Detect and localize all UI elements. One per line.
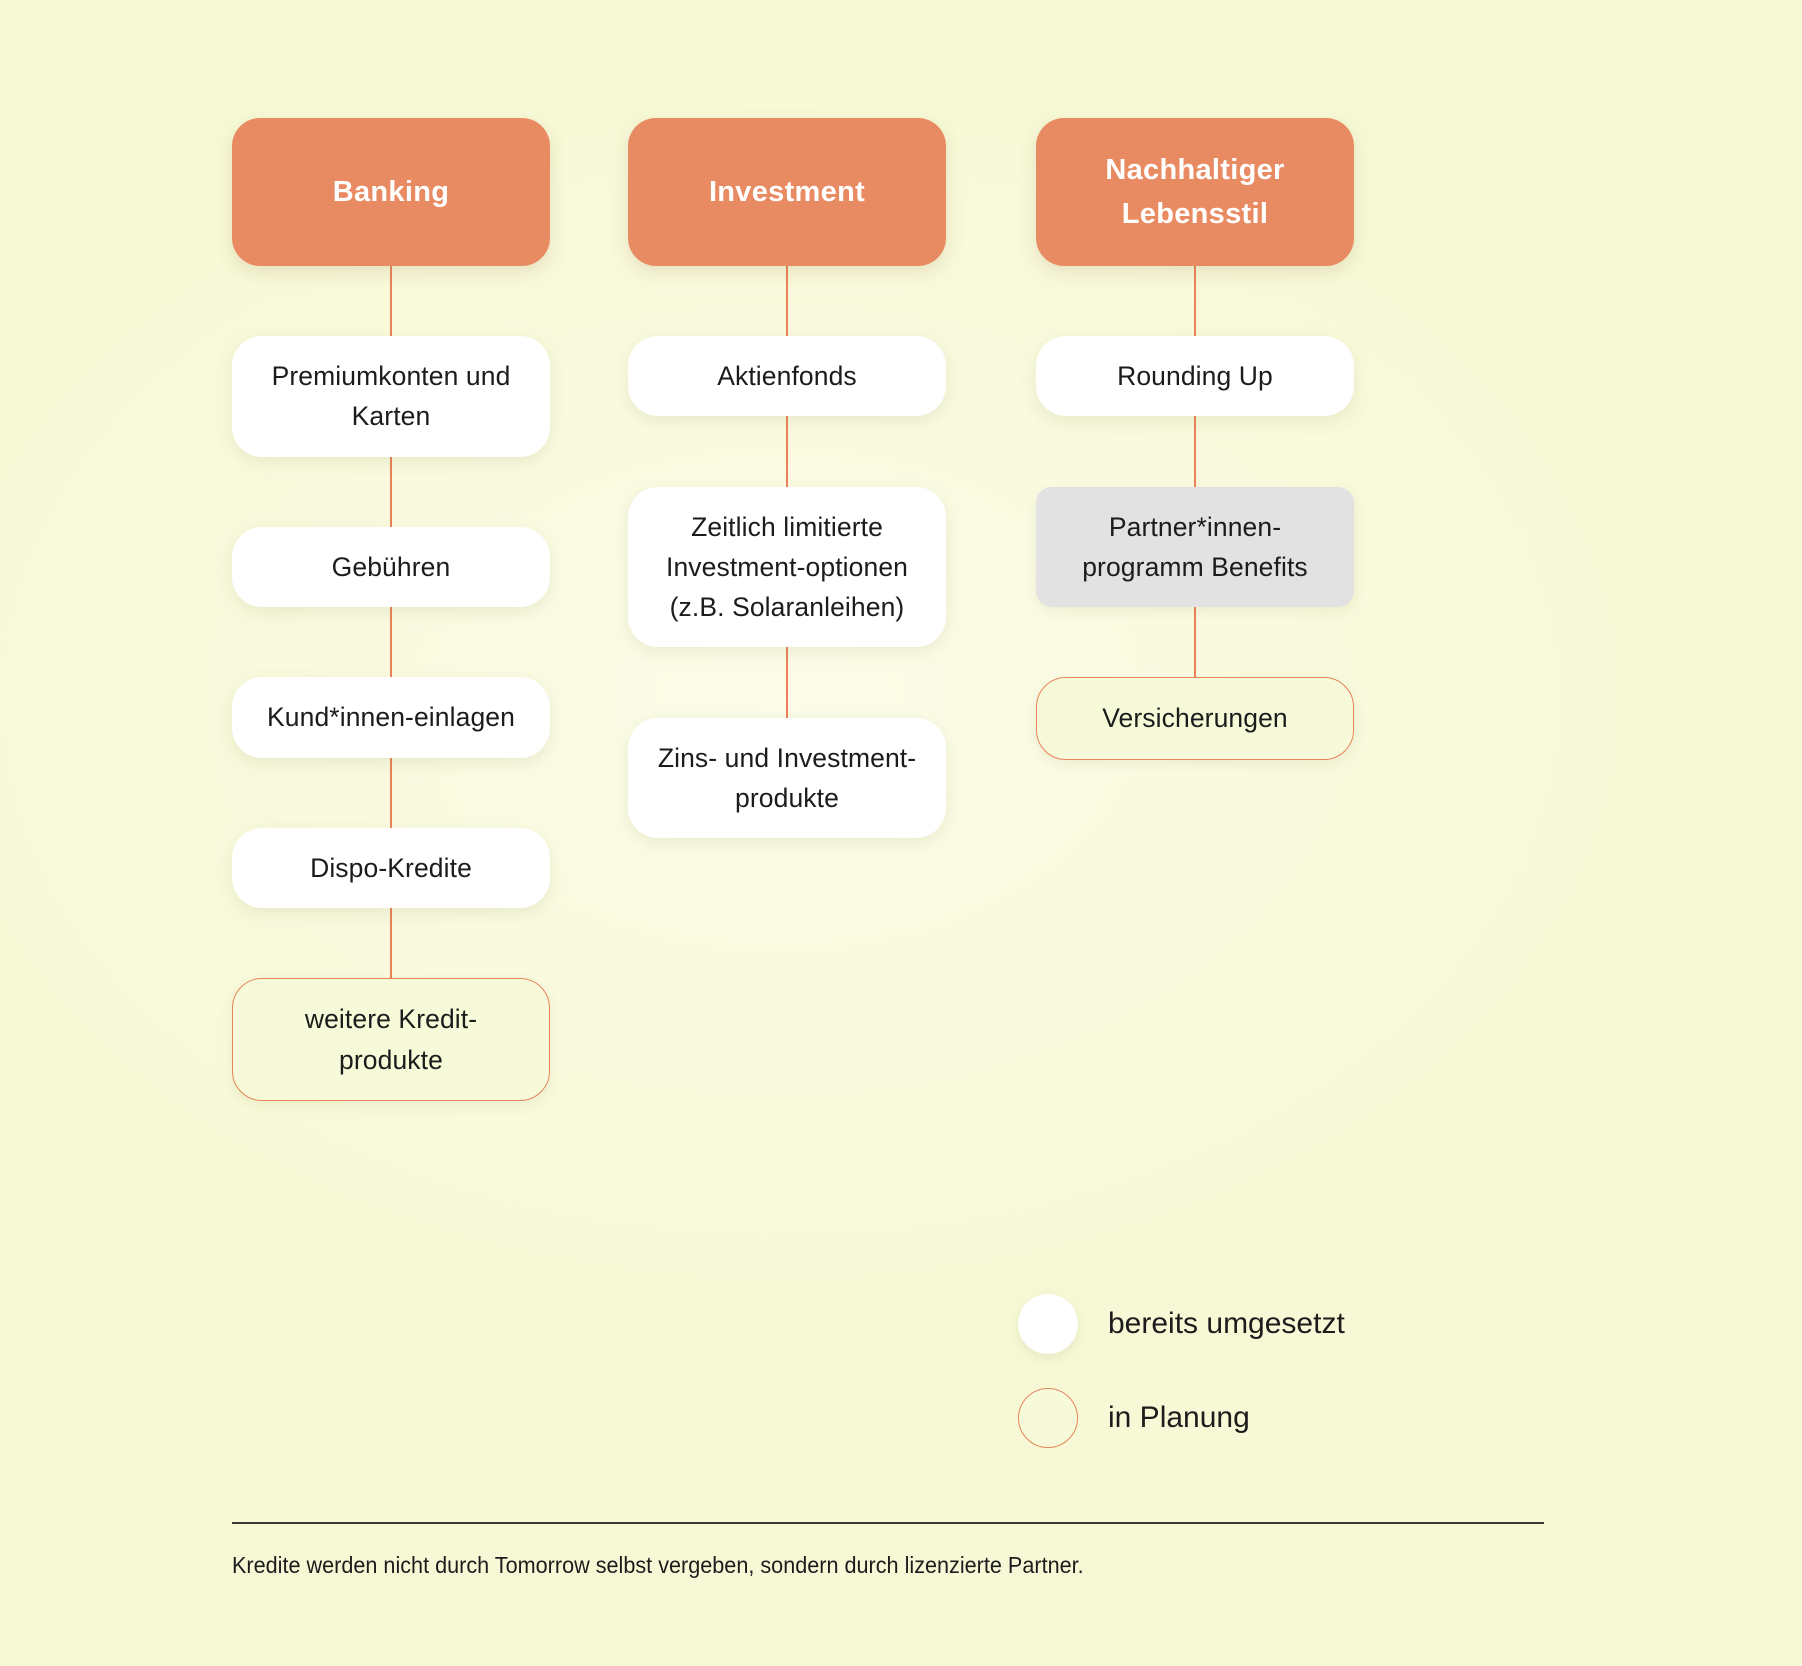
connector-line — [786, 647, 788, 718]
column-header-investment: Investment — [628, 118, 946, 266]
flow-node: Dispo-Kredite — [232, 827, 550, 909]
column-header-nachhaltiger-lebensstil: Nachhaltiger Lebensstil — [1036, 118, 1354, 266]
connector-line — [390, 266, 392, 337]
flow-node: Rounding Up — [1036, 336, 1354, 417]
connector-line — [1194, 607, 1196, 678]
filled-circle-icon — [1018, 1294, 1078, 1354]
flow-node: Gebühren — [232, 526, 550, 608]
legend-label-implemented: bereits umgesetzt — [1108, 1307, 1345, 1340]
footer-divider — [232, 1522, 1544, 1524]
flow-node: Partner*innen-programm Benefits — [1036, 486, 1354, 608]
connector-line — [390, 607, 392, 678]
connector-line — [390, 908, 392, 979]
connector-line — [786, 416, 788, 487]
legend-label-planned: in Planung — [1108, 1401, 1250, 1434]
connector-line — [390, 456, 392, 527]
flow-node: Premiumkonten und Karten — [232, 336, 550, 457]
connector-line — [1194, 416, 1196, 487]
flow-node: Zins- und Investment-produkte — [628, 717, 946, 839]
flow-node: Zeitlich limitierte Investment-optionen … — [628, 486, 946, 648]
flow-node: Aktienfonds — [628, 336, 946, 417]
legend: bereits umgesetzt in Planung — [1018, 1292, 1345, 1480]
connector-line — [1194, 266, 1196, 337]
legend-item-implemented: bereits umgesetzt — [1018, 1292, 1345, 1356]
flow-node: weitere Kredit-produkte — [232, 978, 550, 1101]
flow-node: Kund*innen-einlagen — [232, 677, 550, 758]
connector-line — [786, 266, 788, 337]
flow-node: Versicherungen — [1036, 677, 1354, 760]
outline-circle-icon — [1018, 1388, 1078, 1448]
footer-note: Kredite werden nicht durch Tomorrow selb… — [232, 1552, 1084, 1578]
legend-item-planned: in Planung — [1018, 1386, 1345, 1450]
column-header-banking: Banking — [232, 118, 550, 266]
connector-line — [390, 757, 392, 828]
